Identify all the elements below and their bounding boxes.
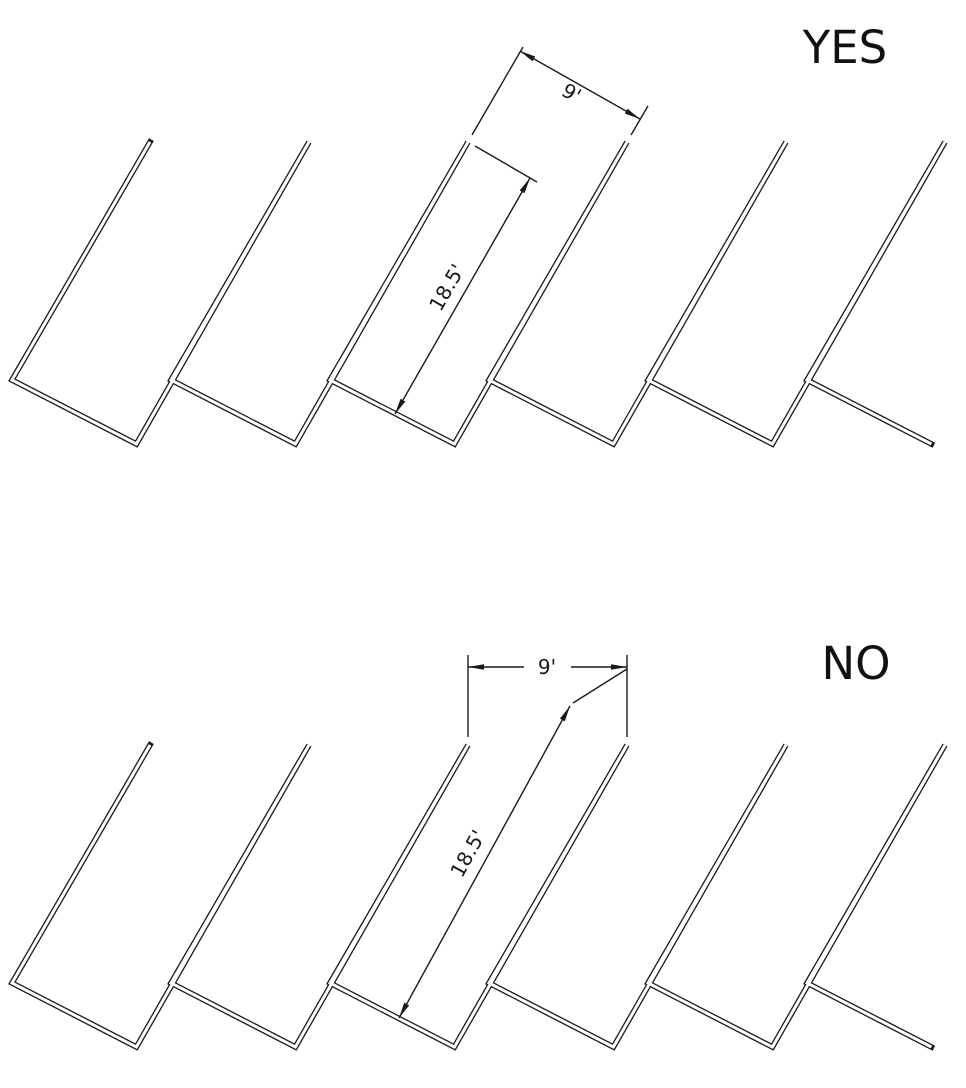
stall-length-label: 18.5' (424, 260, 470, 315)
stall-stripes-outline (8, 741, 948, 1051)
diagram-no: 9' 18.5' NO (8, 637, 948, 1051)
stall-stripes-outline (8, 138, 948, 448)
verdict-label-yes: YES (802, 21, 888, 74)
width-dimension-no: 9' (467, 655, 628, 737)
stall-length-label: 18.5' (445, 826, 490, 881)
length-dimension-yes: 18.5' (394, 145, 538, 415)
width-dimension-yes: 9' (471, 46, 649, 136)
diagram-yes: 9' 18.5' YES (8, 21, 948, 448)
length-dimension-no: 18.5' (398, 668, 628, 1019)
dimension-line (394, 177, 531, 415)
extension-line (474, 145, 538, 183)
leader-line (572, 668, 628, 704)
stall-width-label: 9' (538, 655, 556, 679)
stall-stripes-core (9, 141, 947, 446)
dimension-line (519, 50, 641, 120)
verdict-label-no: NO (821, 637, 890, 690)
extension-line (630, 105, 649, 136)
stall-width-label: 9' (558, 78, 586, 108)
dimension-line (398, 705, 571, 1019)
extension-line (471, 46, 524, 136)
